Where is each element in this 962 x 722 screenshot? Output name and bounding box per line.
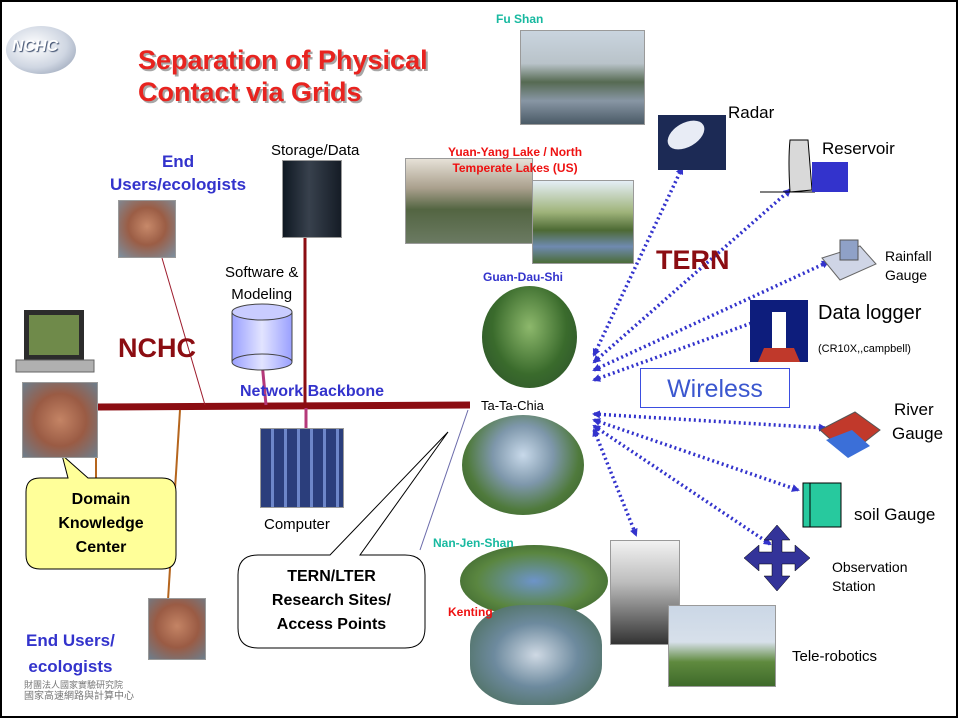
ta-ta-chia-label: Ta-Ta-Chia <box>481 398 544 413</box>
nchc-label: NCHC <box>118 333 196 363</box>
observation-line-2: Station <box>832 578 876 594</box>
footer-logo-line-1: 財團法人國家實驗研究院 <box>24 680 124 690</box>
nchc-logo-text: NCHC <box>12 38 59 55</box>
end-user-top-link <box>161 257 206 406</box>
software-line-1: Software & <box>225 264 299 281</box>
river-line-1: River <box>894 400 934 419</box>
end-user-bottom-photo <box>148 598 206 660</box>
domain-line-1: Domain <box>71 491 131 508</box>
tern-lter-line-3: Access Points <box>276 616 387 633</box>
computer-photo <box>260 428 344 508</box>
database-cylinder <box>231 303 293 371</box>
footer-logo-line-2: 國家高速網路與計算中心 <box>24 691 134 702</box>
radar-label: Radar <box>728 103 775 122</box>
domain-line-3: Center <box>75 539 127 556</box>
wireless-box: Wireless <box>640 368 790 408</box>
reservoir-dam <box>788 139 813 193</box>
end-users-bottom-line-1: End Users/ <box>26 631 115 650</box>
river-label: River Gauge <box>892 398 943 446</box>
guan-dau-shi-photo <box>482 286 577 388</box>
tern-lter-line-1: TERN/LTER <box>287 568 376 585</box>
title-line-2: Contact via Grids <box>138 77 362 107</box>
fu-shan-photo <box>520 30 645 125</box>
end-users-top-line-2: Users/ecologists <box>110 175 247 194</box>
end-users-bottom-line-2: ecologists <box>28 657 113 676</box>
reservoir-water <box>812 162 848 192</box>
tern-lter-line-2: Research Sites/ <box>271 592 392 609</box>
slide-title: Separation of Physical Contact via Grids <box>138 44 428 108</box>
nanjen-link <box>419 409 469 551</box>
footer-logo: 財團法人國家實驗研究院 國家高速網路與計算中心 <box>24 680 134 702</box>
kenting-photo <box>470 605 602 705</box>
soil-gauge-label: soil Gauge <box>854 505 936 524</box>
domain-line-2: Knowledge <box>58 515 144 532</box>
data-logger-label: Data logger <box>818 302 922 324</box>
software-line-2: Modeling <box>231 286 293 303</box>
rainfall-line-2: Gauge <box>885 267 928 283</box>
tele-robotics-label: Tele-robotics <box>792 648 878 665</box>
nchc-logo <box>6 26 76 74</box>
observation-station-label: Observation Station <box>832 558 907 596</box>
blimp-photo <box>668 605 776 687</box>
reservoir-label: Reservoir <box>822 139 895 158</box>
network-backbone-line <box>97 401 471 411</box>
yuan-yang-label: Yuan-Yang Lake / North Temperate Lakes (… <box>448 144 582 176</box>
storage-server <box>282 160 342 238</box>
river-gauge-shape <box>819 411 881 458</box>
domain-callout-shape <box>25 453 177 570</box>
network-backbone-label: Network Backbone <box>240 383 385 400</box>
yuan-yang-line-1: Yuan-Yang Lake / North <box>448 145 583 159</box>
ta-ta-chia-photo <box>462 415 584 515</box>
end-users-top-line-1: End <box>161 152 195 171</box>
end-user-top-photo <box>118 200 176 258</box>
laptop-shape <box>15 310 95 373</box>
river-line-2: Gauge <box>892 424 944 443</box>
observation-station-shape <box>743 524 811 592</box>
rainfall-gauge-shape <box>821 239 877 281</box>
data-logger-sub-label: (CR10X,,campbell) <box>818 343 911 355</box>
fu-shan-label: Fu Shan <box>496 12 544 26</box>
radar-shape <box>658 115 726 170</box>
tern-lter-callout-shape <box>237 431 449 649</box>
tern-lter-label: TERN/LTER Research Sites/ Access Points <box>238 565 425 637</box>
rainfall-line-1: Rainfall <box>885 248 932 264</box>
yuan-yang-photo <box>405 158 533 244</box>
soil-gauge-shape <box>802 482 842 528</box>
rainfall-label: Rainfall Gauge <box>885 247 932 285</box>
end-users-bottom-label: End Users/ ecologists <box>26 628 115 680</box>
observation-line-1: Observation <box>832 559 908 575</box>
domain-knowledge-label: Domain Knowledge Center <box>26 488 176 560</box>
kenting-label: Kenting <box>448 605 493 619</box>
data-logger-shape <box>750 300 808 362</box>
north-lakes-photo <box>532 180 634 264</box>
yuan-yang-line-2: Temperate Lakes (US) <box>452 161 578 175</box>
storage-label: Storage/Data <box>271 142 360 159</box>
title-line-1: Separation of Physical <box>138 45 428 75</box>
end-users-top-label: End Users/ecologists <box>110 150 246 196</box>
nan-jen-shan-label: Nan-Jen-Shan <box>433 536 514 550</box>
guan-dau-shi-label: Guan-Dau-Shi <box>483 270 563 284</box>
end-user-left-photo <box>22 382 98 458</box>
tern-label: TERN <box>656 245 730 275</box>
software-label: Software & Modeling <box>225 262 298 306</box>
computer-label: Computer <box>264 516 330 533</box>
